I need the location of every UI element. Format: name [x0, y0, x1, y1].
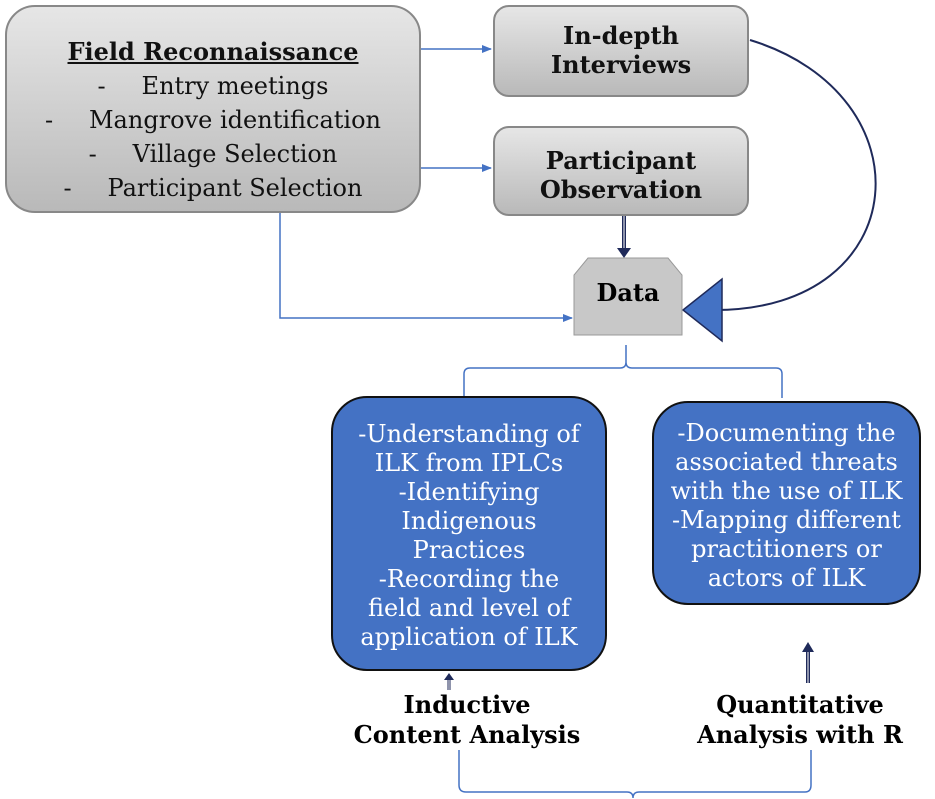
box-line: associated threats [675, 448, 898, 476]
field-reconnaissance-title: Field Reconnaissance [67, 37, 359, 66]
box-line: -Recording the [378, 565, 560, 593]
box-line: Interviews [550, 50, 692, 79]
bottom-bracket [458, 750, 812, 799]
participant-observation-box: Participant Observation [493, 126, 749, 216]
inductive-up-arrow [444, 673, 454, 690]
box-line: -Understanding of [358, 420, 580, 448]
box-line: Practices [412, 536, 526, 564]
list-item: -Village Selection [88, 140, 338, 168]
field-reconnaissance-box: Field Reconnaissance -Entry meetings -Ma… [5, 5, 421, 213]
box-line: Participant [545, 146, 697, 175]
list-item: -Participant Selection [63, 174, 363, 202]
observation-to-data-arrow [617, 216, 631, 258]
caption-line: Analysis with R [697, 720, 903, 749]
field-to-data-arrow [279, 213, 573, 322]
quantitative-outcomes-box: -Documenting the associated threats with… [652, 401, 921, 605]
data-split-bracket [463, 345, 783, 398]
box-line: actors of ILK [707, 564, 866, 592]
box-line: -Documenting the [677, 419, 896, 447]
box-line: -Mapping different [672, 506, 901, 534]
box-line: practitioners or [691, 535, 882, 563]
box-line: with the use of ILK [670, 477, 903, 505]
curve-arrowhead [681, 277, 723, 343]
box-line: Indigenous [401, 507, 537, 535]
box-line: -Identifying [398, 478, 540, 506]
box-line: ILK from IPLCs [374, 449, 564, 477]
in-depth-interviews-box: In-depth Interviews [493, 5, 749, 97]
list-item: -Mangrove identification [44, 106, 382, 134]
inductive-content-analysis-label: Inductive Content Analysis [342, 690, 592, 750]
list-item: -Entry meetings [97, 72, 329, 100]
box-line: application of ILK [360, 623, 578, 651]
data-node-shape [573, 257, 683, 336]
data-node-label: Data [596, 278, 660, 307]
caption-line: Quantitative [716, 690, 884, 719]
quantitative-analysis-label: Quantitative Analysis with R [680, 690, 920, 750]
box-line: Observation [539, 175, 703, 204]
caption-line: Content Analysis [353, 720, 581, 749]
box-line: field and level of [368, 594, 570, 622]
quantitative-up-arrow [802, 642, 814, 683]
interviews-to-data-curve [714, 39, 877, 311]
box-line: In-depth [562, 21, 679, 50]
content-analysis-outcomes-box: -Understanding of ILK from IPLCs -Identi… [331, 396, 607, 671]
caption-line: Inductive [403, 690, 531, 719]
